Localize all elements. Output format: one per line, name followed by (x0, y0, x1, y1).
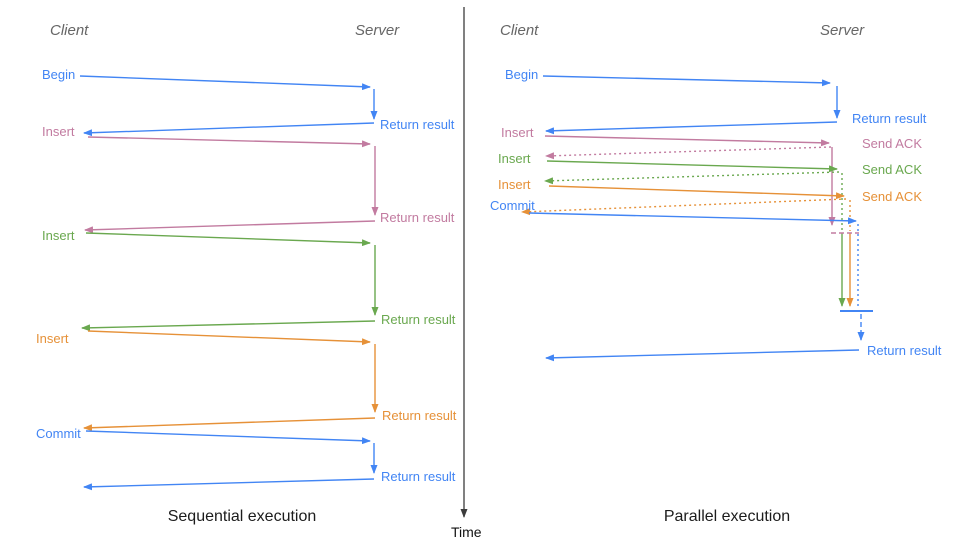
parallel-insert1-request-line (544, 135, 830, 147)
parallel-begin-response-line (545, 121, 838, 135)
parallel-insert2-label: Insert (498, 151, 531, 166)
parallel-insert2-ack-label: Send ACK (862, 162, 922, 177)
parallel-insert3-label: Insert (498, 177, 531, 192)
parallel-server-column-header: Server (820, 22, 865, 39)
sequential-server-column-header: Server (355, 22, 400, 39)
parallel-commit-request-line (528, 212, 857, 225)
parallel-client-column-header: Client (500, 22, 539, 39)
sequential-insert1-label: Insert (42, 124, 75, 139)
parallel-insert1-ack-response-line (545, 146, 832, 160)
sequential-client-column-header: Client (50, 22, 89, 39)
parallel-begin-label: Begin (505, 67, 538, 82)
sequential-insert2-request-line (85, 232, 371, 247)
parallel-insert3-ack-label: Send ACK (862, 189, 922, 204)
sequential-insert3-request-line (87, 330, 371, 346)
sequential-commit-return-label: Return result (381, 469, 456, 484)
time-axis-label: Time (451, 524, 482, 540)
sequential-title: Sequential execution (168, 508, 317, 525)
parallel-title: Parallel execution (664, 508, 790, 525)
sequential-insert3-response-line (83, 417, 376, 432)
sequential-insert1-return-label: Return result (380, 210, 455, 225)
sequential-commit-request-line (85, 430, 371, 445)
sequential-insert1-response-line (84, 220, 376, 234)
parallel-insert2-ack-response-line (544, 171, 840, 185)
parallel-begin-request-line (542, 75, 831, 87)
sequential-insert3-label: Insert (36, 331, 69, 346)
sequential-insert2-label: Insert (42, 228, 75, 243)
parallel-insert3-ack-response-line (521, 198, 847, 216)
parallel-commit-label: Commit (490, 198, 535, 213)
sequential-commit-response-line (83, 478, 375, 491)
sequential-begin-response-line (83, 122, 375, 137)
parallel-insert3-request-line (548, 185, 845, 200)
time-axis: Time (451, 7, 482, 540)
sequential-begin-request-line (79, 75, 371, 91)
parallel-insert1-ack-label: Send ACK (862, 136, 922, 151)
parallel-begin-return-label: Return result (852, 111, 927, 126)
sequential-commit-label: Commit (36, 426, 81, 441)
parallel-commit-return-label: Return result (867, 343, 942, 358)
sequential-insert2-return-label: Return result (381, 312, 456, 327)
parallel-commit-response-line (545, 349, 860, 362)
sequential-begin-return-label: Return result (380, 117, 455, 132)
parallel-insert1-label: Insert (501, 125, 534, 140)
sequential-insert2-response-line (81, 320, 376, 332)
sequential-begin-label: Begin (42, 67, 75, 82)
sequential-insert1-request-line (87, 136, 371, 148)
parallel-insert2-request-line (546, 160, 838, 173)
sequential-insert3-return-label: Return result (382, 408, 457, 423)
